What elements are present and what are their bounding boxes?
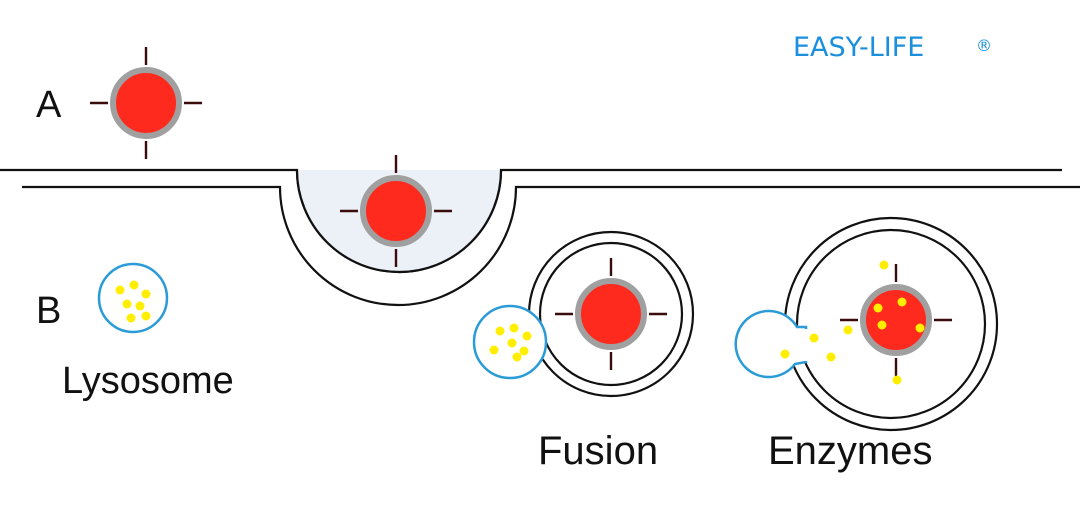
released-enzyme-dots xyxy=(780,260,925,385)
membrane-inner-line xyxy=(22,185,1080,307)
enzyme-dot-icon xyxy=(126,313,136,323)
enzyme-dot-icon xyxy=(115,285,125,295)
brand-registered-mark: ® xyxy=(976,36,992,55)
label-fusion: Fusion xyxy=(538,429,658,473)
endolysosome-digestion xyxy=(734,216,999,432)
enzyme-dot-icon xyxy=(522,331,532,341)
lysosome-standalone xyxy=(97,262,169,334)
enzyme-dot-icon xyxy=(809,333,819,343)
enzyme-dot-icon xyxy=(509,323,519,333)
receptor-particle-icon xyxy=(90,47,202,159)
particle-free xyxy=(90,47,202,159)
label-enzymes: Enzymes xyxy=(768,429,933,473)
endosome-fusion xyxy=(472,230,695,398)
enzyme-dot-icon xyxy=(141,289,151,299)
fused-lysosome-remnant xyxy=(734,309,808,379)
label-b: B xyxy=(36,290,61,332)
enzyme-dot-icon xyxy=(489,345,499,355)
enzyme-dot-icon xyxy=(135,301,145,311)
enzyme-dot-icon xyxy=(780,349,790,359)
enzyme-dot-icon xyxy=(873,303,883,313)
label-a: A xyxy=(36,84,62,126)
enzyme-dot-icon xyxy=(519,346,529,356)
enzyme-dots xyxy=(115,280,151,323)
enzyme-dot-icon xyxy=(507,338,517,348)
enzyme-dot-icon xyxy=(877,320,887,330)
enzyme-dot-icon xyxy=(843,325,853,335)
enzyme-dots xyxy=(489,323,532,362)
enzyme-dot-icon xyxy=(897,297,907,307)
enzyme-dot-icon xyxy=(495,326,505,336)
enzyme-dot-icon xyxy=(129,280,139,290)
enzyme-dot-icon xyxy=(512,352,522,362)
enzyme-dot-icon xyxy=(879,260,889,270)
membrane-pit-outline xyxy=(295,169,503,274)
enzyme-dot-icon xyxy=(826,352,836,362)
brand-logo: EASY-LIFE xyxy=(793,32,924,63)
label-lysosome: Lysosome xyxy=(62,360,234,402)
enzyme-dot-icon xyxy=(915,323,925,333)
enzyme-dot-icon xyxy=(892,375,902,385)
enzyme-dot-icon xyxy=(122,299,132,309)
enzyme-dot-icon xyxy=(141,311,151,321)
